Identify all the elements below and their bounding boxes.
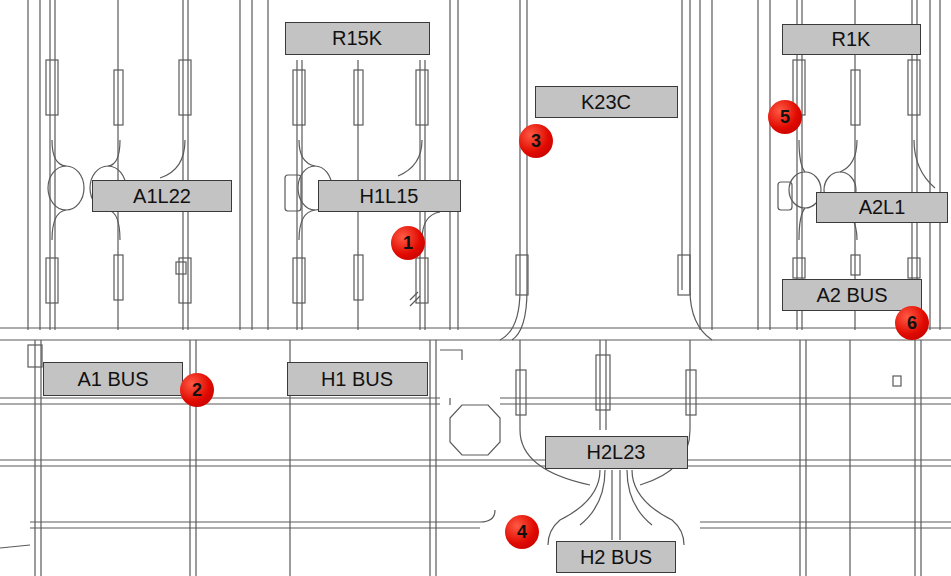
label-box: A1L22: [92, 180, 232, 212]
box-label: A2 BUS: [816, 285, 887, 305]
label-box: H2L23: [545, 436, 688, 469]
label-box: A2 BUS: [782, 279, 922, 311]
box-label: H1 BUS: [321, 369, 393, 389]
callout-number: 6: [907, 314, 917, 332]
box-label: A1L22: [133, 186, 191, 206]
callout-marker: 4: [505, 515, 539, 549]
callout-number: 4: [517, 523, 527, 541]
box-label: H2L23: [587, 442, 646, 462]
label-box: R1K: [782, 24, 921, 55]
callout-marker: 3: [519, 124, 553, 158]
label-box: A2L1: [816, 192, 948, 223]
box-label: K23C: [581, 92, 631, 112]
label-box: A1 BUS: [43, 362, 183, 396]
label-box: H1L15: [318, 180, 461, 212]
box-label: R1K: [832, 29, 871, 49]
label-box: H1 BUS: [287, 362, 428, 396]
label-box: R15K: [285, 22, 430, 55]
callout-number: 1: [403, 234, 413, 252]
callout-marker: 6: [895, 306, 929, 340]
label-box: H2 BUS: [556, 541, 676, 573]
box-label: R15K: [332, 28, 382, 48]
callout-marker: 1: [391, 226, 425, 260]
callout-marker: 5: [768, 100, 802, 134]
box-label: A1 BUS: [77, 369, 148, 389]
callout-marker: 2: [180, 373, 214, 407]
callout-number: 5: [780, 108, 790, 126]
box-label: A2L1: [859, 197, 906, 217]
box-label: H1L15: [360, 186, 419, 206]
label-box: K23C: [535, 86, 678, 118]
box-label: H2 BUS: [580, 547, 652, 567]
callout-number: 3: [531, 132, 541, 150]
callout-number: 2: [192, 381, 202, 399]
